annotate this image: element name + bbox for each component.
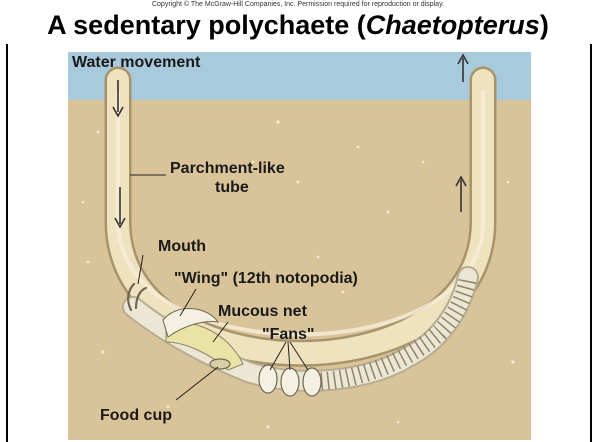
burrow-illustration [68, 52, 531, 440]
label-tube-line1: Parchment-like [170, 160, 285, 178]
title-suffix: ) [540, 10, 549, 40]
label-mouth: Mouth [158, 238, 206, 256]
page-title: A sedentary polychaete (Chaetopterus) [0, 9, 596, 41]
title-prefix: A sedentary polychaete ( [47, 10, 366, 40]
label-water-movement: Water movement [72, 54, 200, 72]
label-food-cup: Food cup [100, 407, 172, 425]
fan-1 [259, 365, 277, 393]
fan-2 [281, 368, 299, 396]
title-genus: Chaetopterus [366, 10, 540, 40]
label-wing: "Wing" (12th notopodia) [174, 270, 358, 288]
label-fans: "Fans" [262, 326, 315, 344]
food-cup [210, 359, 230, 369]
label-tube-line2: tube [215, 179, 249, 197]
frame-left-border [6, 44, 8, 442]
fan-3 [303, 368, 321, 396]
label-mucous-net: Mucous net [218, 303, 307, 321]
frame-right-border [590, 44, 592, 442]
illustration: Water movement Parchment-like tube Mouth… [68, 52, 531, 440]
